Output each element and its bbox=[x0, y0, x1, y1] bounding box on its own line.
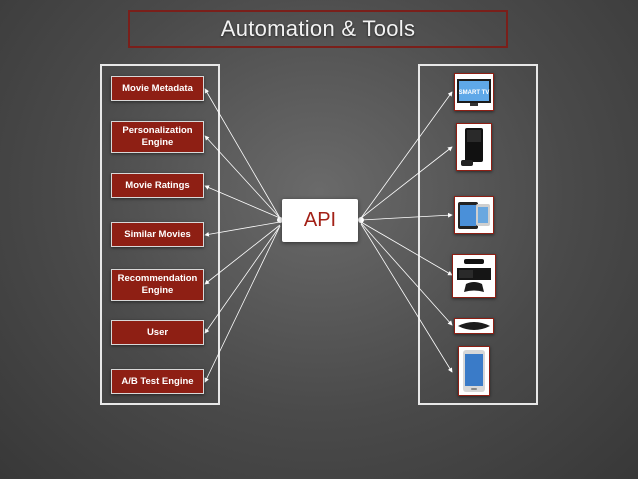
connector-similar-movies bbox=[204, 221, 281, 237]
service-personalization-engine: Personalization Engine bbox=[111, 121, 204, 153]
page-title: Automation & Tools bbox=[128, 10, 508, 48]
tablet-icon bbox=[454, 196, 494, 234]
connector-movie-metadata bbox=[204, 88, 281, 219]
connector-xbox bbox=[360, 221, 453, 276]
connector-smart-tv bbox=[360, 91, 453, 219]
service-similar-movies: Similar Movies bbox=[111, 222, 204, 247]
services-panel bbox=[100, 64, 220, 405]
connector-personalization bbox=[204, 135, 281, 219]
service-recommendation-engine: Recommendation Engine bbox=[111, 269, 204, 301]
connector-recommendation bbox=[204, 224, 281, 285]
set-top-box-icon bbox=[454, 318, 494, 334]
service-movie-metadata: Movie Metadata bbox=[111, 76, 204, 101]
connector-user bbox=[204, 225, 281, 334]
smartphone-icon bbox=[458, 346, 490, 396]
xbox-console-icon bbox=[452, 254, 496, 298]
smart-tv-icon: SMART TV bbox=[454, 73, 494, 111]
connector-movie-ratings bbox=[204, 185, 281, 219]
service-user: User bbox=[111, 320, 204, 345]
devices-panel bbox=[418, 64, 538, 405]
connector-tablet bbox=[360, 212, 453, 221]
service-ab-test-engine: A/B Test Engine bbox=[111, 369, 204, 394]
connector-game-console bbox=[360, 146, 453, 219]
connector-set-top-box bbox=[360, 222, 453, 326]
smart-tv-text: SMART TV bbox=[459, 90, 490, 96]
service-movie-ratings: Movie Ratings bbox=[111, 173, 204, 198]
api-node: API bbox=[282, 199, 358, 242]
game-console-icon bbox=[456, 123, 492, 171]
connector-smartphone bbox=[360, 223, 453, 373]
connector-ab-test bbox=[204, 225, 281, 383]
